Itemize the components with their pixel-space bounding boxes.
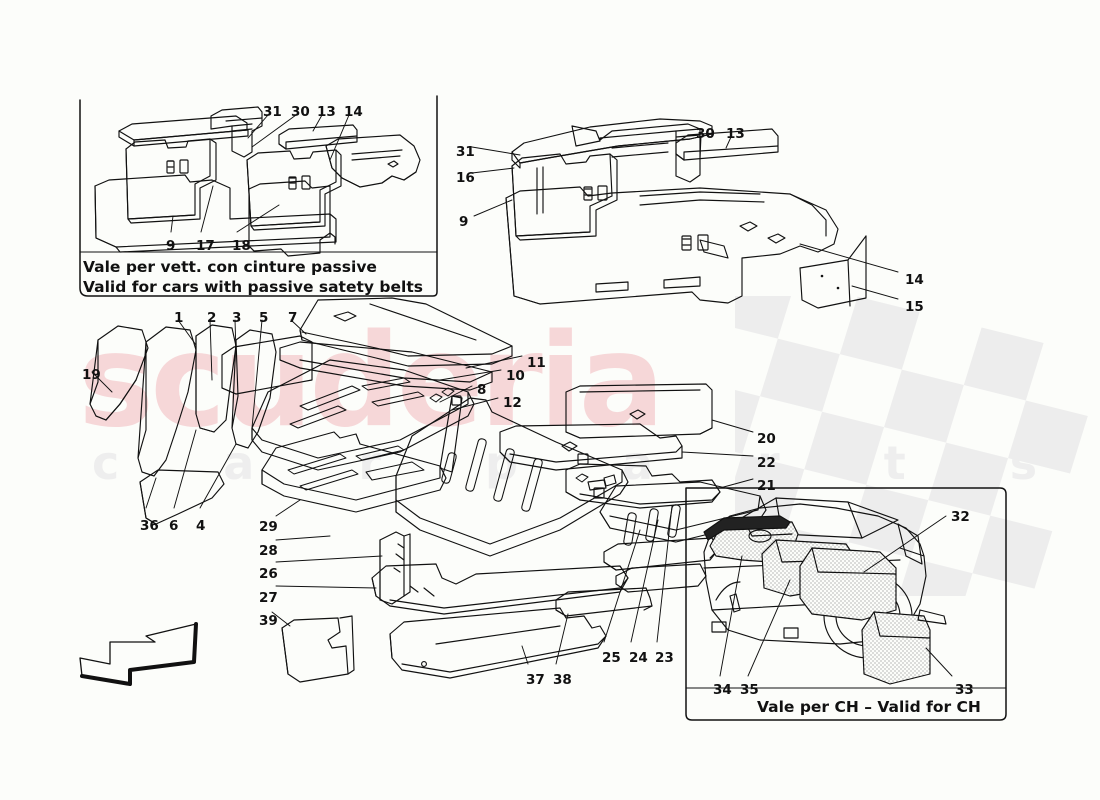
inset-right-bracket-13 [278, 124, 358, 150]
part-10-mat [279, 341, 493, 391]
callout-number: 29 [259, 519, 278, 535]
callout-number: 13 [317, 104, 336, 120]
passive-belts-caption-en: Valid for cars with passive satety belts [83, 277, 423, 296]
ch-variant-caption: Vale per CH – Valid for CH [757, 698, 981, 716]
callout-number: 30 [291, 104, 310, 120]
ch-inset-leaders [719, 515, 953, 677]
callout-number: 18 [232, 238, 251, 254]
callout-number: 31 [263, 104, 282, 120]
callout-number: 20 [757, 431, 776, 447]
main-sill-assembly [505, 118, 867, 309]
callout-number: 39 [259, 613, 278, 629]
part-24-long-bar [615, 563, 707, 593]
passive-belts-caption-it: Vale per vett. con cinture passive [83, 258, 377, 276]
callout-number: 33 [955, 682, 974, 698]
callout-number: 21 [757, 478, 776, 494]
callout-number: 24 [629, 650, 648, 666]
part-38-bar [555, 587, 653, 617]
inset-right-wing-panel-14 [325, 134, 421, 188]
part-27-sill-panel [371, 563, 629, 615]
part-2-wall-panel [195, 324, 237, 433]
callout-number: 31 [456, 144, 475, 160]
part-39-flap [281, 615, 355, 683]
callout-number: 14 [905, 272, 924, 288]
callout-number: 6 [169, 518, 179, 534]
callout-number: 38 [553, 672, 572, 688]
ch-car-body-drawing [703, 497, 947, 685]
part-5-main-floor-mat [251, 359, 475, 471]
passive-belts-caption: Vale per vett. con cinture passive Valid… [83, 258, 423, 298]
callout-number: 37 [526, 672, 545, 688]
ch-variant-inset-frame [685, 487, 1007, 721]
callout-number: 22 [757, 455, 776, 471]
part-20-flat-mat [565, 383, 713, 439]
callout-number: 32 [951, 509, 970, 525]
callout-number: 23 [655, 650, 674, 666]
callout-number: 7 [288, 310, 298, 326]
callout-number: 34 [713, 682, 732, 698]
callout-number: 30 [696, 126, 715, 142]
callout-number: 3 [232, 310, 242, 326]
part-12-center-slotted-mat [395, 397, 629, 557]
part-26-upright-panel [379, 531, 411, 605]
callout-number: 12 [503, 395, 522, 411]
part-37-bottom-panel [389, 607, 607, 679]
part-19-sill-strip [89, 325, 149, 421]
inset-left-bracket-30-31 [210, 106, 263, 158]
part-7-rear-mat [299, 297, 513, 367]
callout-number: 13 [726, 126, 745, 142]
center-leaders [91, 319, 754, 665]
callout-number: 4 [196, 518, 206, 534]
callout-number: 11 [527, 355, 546, 371]
inset-left-sill-trim [118, 115, 249, 147]
part-22-mid-mat [499, 423, 683, 471]
callout-number: 14 [344, 104, 363, 120]
callout-number: 2 [207, 310, 217, 326]
callout-number: 25 [602, 650, 621, 666]
inset-left-floor-panel [94, 174, 337, 253]
callout-number: 16 [456, 170, 475, 186]
callout-number: 26 [259, 566, 278, 582]
part-8-vertical-fin [439, 395, 463, 473]
part-21-tongue-mat [565, 463, 721, 509]
passive-belts-inset-frame [79, 95, 438, 297]
callout-number: 8 [477, 382, 487, 398]
inset-right-vertical-panel [246, 149, 342, 231]
part-3-flat-panel [221, 335, 313, 395]
callout-number: 27 [259, 590, 278, 606]
callout-number: 9 [459, 214, 469, 230]
arrow-down-left-icon [79, 622, 198, 686]
callout-number: 15 [905, 299, 924, 315]
part-29-slotted-panel [261, 431, 447, 513]
callout-number: 35 [740, 682, 759, 698]
inset-right-floor-panel [248, 180, 336, 257]
callout-number: 17 [196, 238, 215, 254]
part-36-sill-panel [139, 469, 225, 525]
callout-number: 9 [166, 238, 176, 254]
callout-number: 36 [140, 518, 159, 534]
callout-number: 10 [506, 368, 525, 384]
callout-number: 19 [82, 367, 101, 383]
part-1-panel [137, 326, 197, 477]
part-4-inner-wall [231, 329, 277, 449]
callout-number: 1 [174, 310, 184, 326]
callout-number: 28 [259, 543, 278, 559]
callout-number: 5 [259, 310, 269, 326]
main-top-leaders [471, 136, 899, 300]
